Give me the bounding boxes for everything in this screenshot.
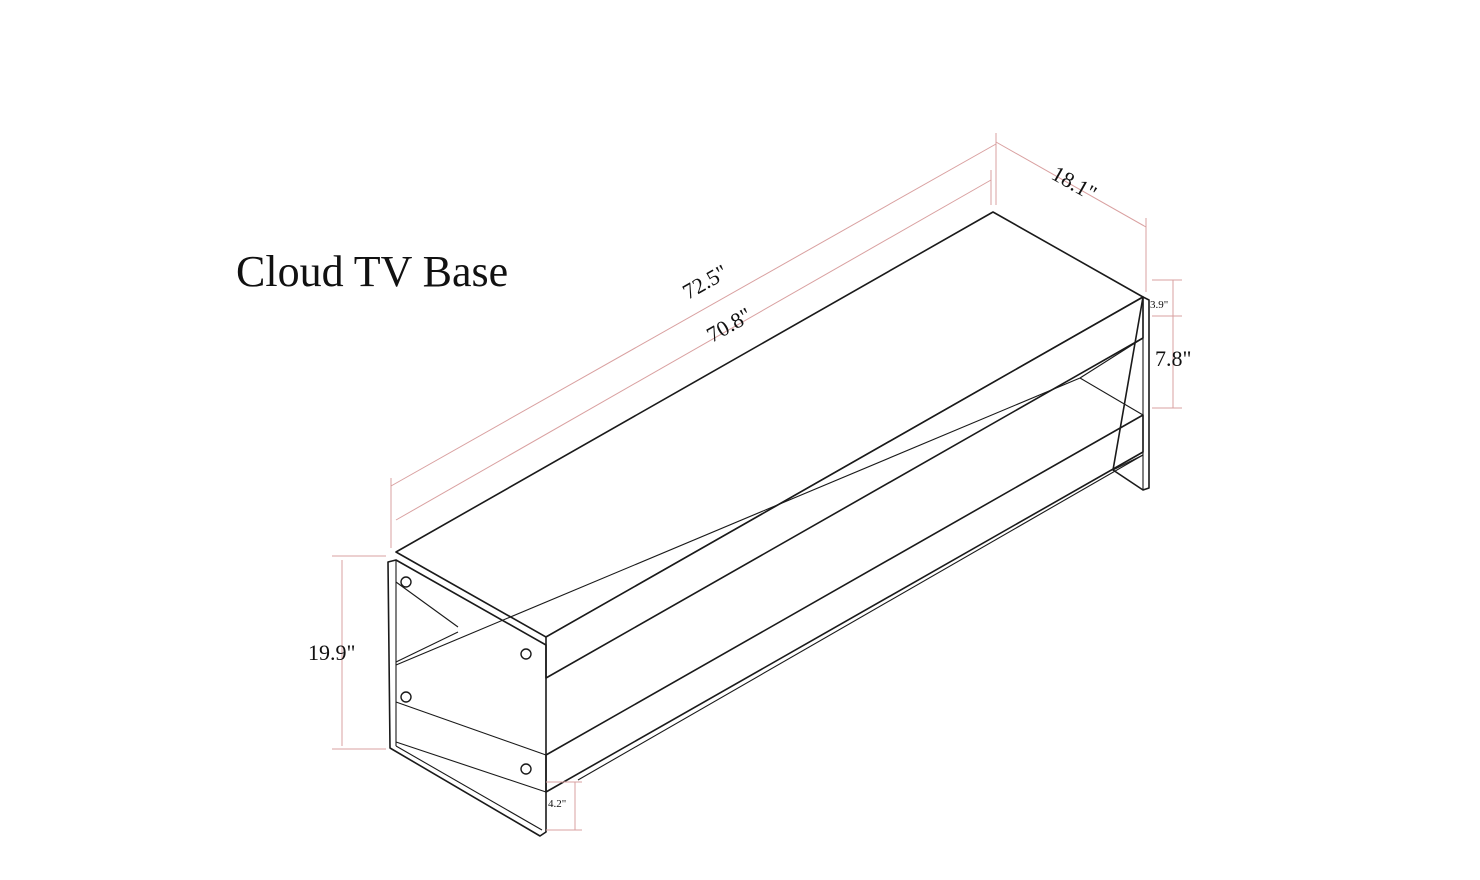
depth-label: 18.1" xyxy=(1048,161,1102,206)
left-panel-shelf-mid xyxy=(395,631,459,663)
shelf-depth-line xyxy=(1079,377,1144,416)
left-panel-bottom-edge xyxy=(395,745,543,831)
bolt-icon xyxy=(400,576,412,588)
shelf-length-line xyxy=(395,179,992,521)
clearance-label: 4.2" xyxy=(548,798,566,810)
shelf-length-label: 70.8" xyxy=(702,302,756,347)
left-panel-shelf-bottom xyxy=(395,741,547,793)
dimension-lines xyxy=(332,133,1182,831)
height-label: 19.9" xyxy=(308,640,355,665)
right-panel-foot xyxy=(1112,454,1144,471)
diagram-title: Cloud TV Base xyxy=(236,247,508,296)
tv-base-drawing xyxy=(387,211,1150,837)
overall-length-line xyxy=(390,143,997,487)
bolt-icon xyxy=(520,648,532,660)
bolt-icon xyxy=(520,763,532,775)
bottom-back-line xyxy=(577,454,1144,781)
right-side-panel xyxy=(1112,296,1150,491)
left-panel-shelf-top xyxy=(395,581,459,628)
shelf-gap-back-line xyxy=(1079,337,1144,379)
lower-shelf-back-line xyxy=(395,377,1081,666)
depth-line xyxy=(995,141,1147,228)
left-panel-shelf-lower xyxy=(395,701,547,756)
shelf-gap-label: 7.8" xyxy=(1155,346,1191,371)
top-thickness-label: 3.9" xyxy=(1150,299,1168,311)
bolt-icon xyxy=(400,691,412,703)
